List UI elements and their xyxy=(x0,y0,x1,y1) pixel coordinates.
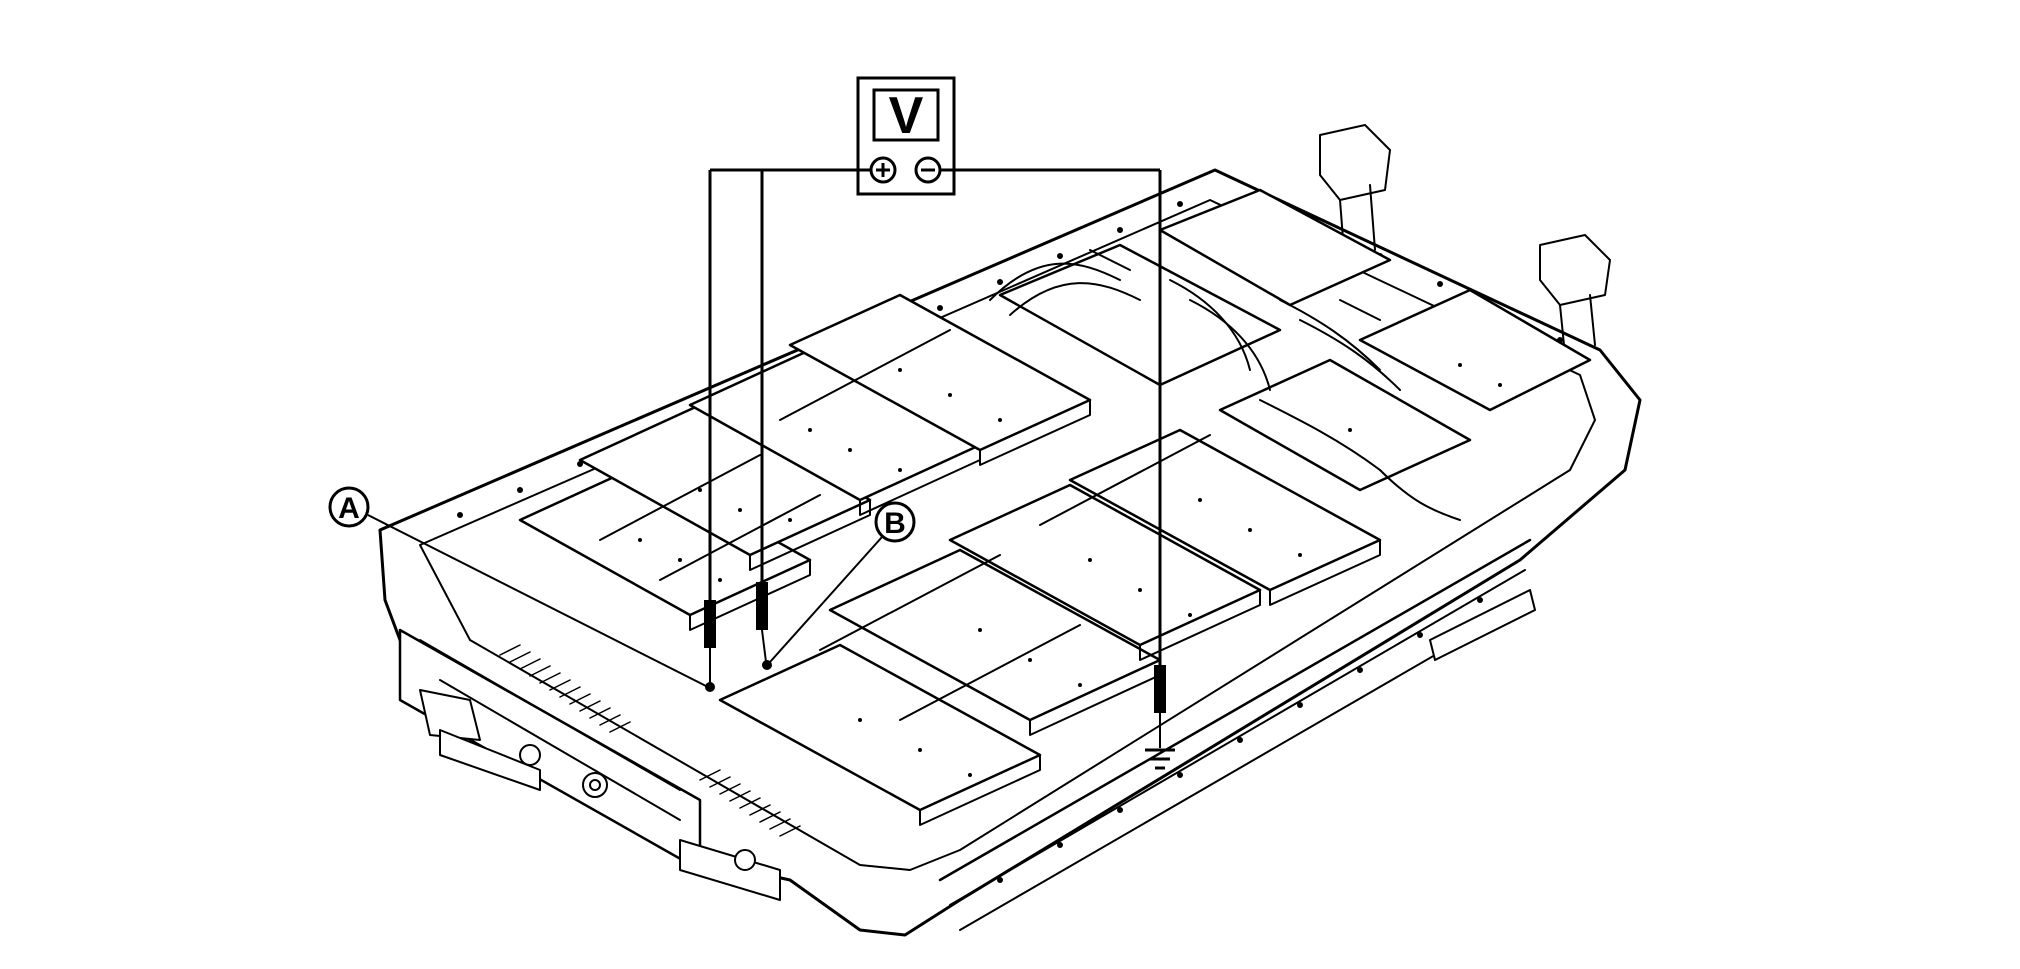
voltmeter-icon: V xyxy=(856,76,956,196)
voltmeter-label: V xyxy=(889,87,924,145)
callout-a-letter: A xyxy=(338,492,360,525)
positive-test-leads xyxy=(708,168,871,600)
junction-box-terminals xyxy=(499,644,801,837)
probe-b xyxy=(756,582,768,630)
battery-modules xyxy=(518,188,1592,826)
ground-symbol-icon xyxy=(1145,748,1175,770)
wiring-harness xyxy=(989,249,1461,521)
negative-test-lead xyxy=(940,168,1162,665)
probe-a xyxy=(704,600,716,648)
callout-b: B xyxy=(769,501,916,663)
battery-pack-icon xyxy=(378,124,1642,937)
callout-b-letter: B xyxy=(884,507,906,540)
probe-ground xyxy=(1154,665,1166,713)
module-dots xyxy=(638,363,1502,777)
callout-a: A xyxy=(328,486,707,687)
